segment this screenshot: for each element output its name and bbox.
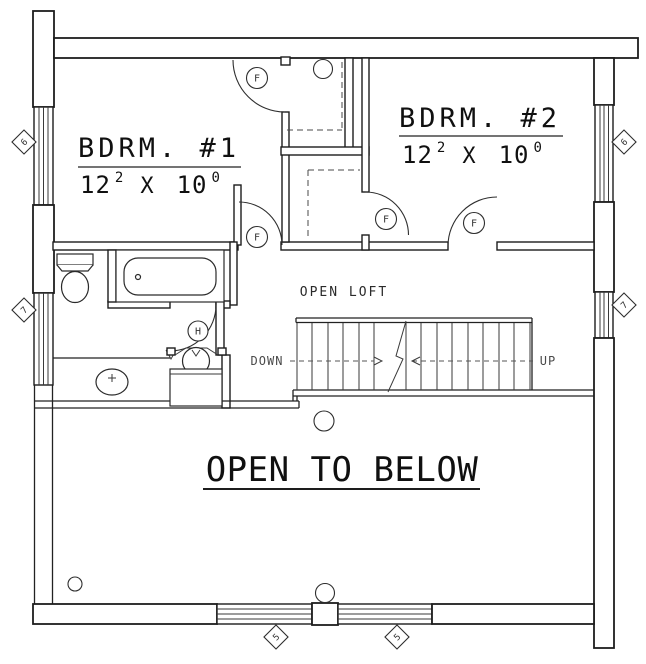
wall-tag-digit: 6 [619,137,630,148]
bottom-window-right [337,603,433,625]
left-wall-window-upper [33,106,54,206]
closet1-shelf-dashed [287,62,343,131]
bdrm2-west-wall-lower [361,234,370,251]
right-wall-post-bottom [593,337,615,649]
toilet [56,253,94,304]
open-below-north-wall [35,400,300,409]
bathroom-fixtures [53,249,227,407]
log-post-closet [312,58,334,80]
wall-tag-digit: 7 [619,300,630,311]
corner-basin [166,346,227,407]
closet2-door-swing-arc [365,191,410,236]
stairs-down-label: DOWN [251,354,284,368]
log-posts [67,58,336,604]
bathroom-east-wall [229,241,238,306]
closet-divider-wall [280,146,370,156]
basin-cabinet [169,368,223,407]
bath-alcove-east-wall [215,300,225,356]
top-wall [53,37,639,59]
right-wall-post-mid [593,201,615,293]
wall-tag-right-lower: 7 [611,292,637,318]
wall-tag-bottom-left: 5 [263,624,289,650]
top-left-log-post [32,10,55,108]
right-wall-window-upper [594,104,614,203]
bathtub [115,249,225,303]
door-tag-closet2: F [374,207,398,231]
bottom-wall-left-bar [32,603,218,625]
bottom-wall-center-post [311,602,339,626]
bdrm2-door-swing-arc [447,196,498,247]
bdrm1-name: BDRM. #1 [78,133,240,164]
wall-tag-left-upper: 6 [11,129,37,155]
wall-tag-digit: 6 [19,137,30,148]
open-loft-label: OPEN LOFT [300,285,388,300]
bdrm1-door-wing-wall [233,184,242,246]
stair-bottom-rail [292,389,594,401]
outer-walls [32,10,639,649]
open-to-below-label: OPEN TO BELOW [206,450,479,490]
log-post-bottom-wall [314,582,336,604]
left-wall-lower [33,385,54,605]
basin-faucet-icon [191,349,201,357]
wall-tags: 6 7 6 7 5 5 [11,129,637,650]
door-tag-letter: F [471,219,477,230]
wall-tag-left-lower: 7 [11,297,37,323]
bdrm1-door-swing-arc [238,201,283,246]
closet1-door-swing-arc [232,59,286,113]
left-wall-window-lower [33,292,54,386]
right-wall-post-top [593,57,615,106]
stair-break-line [387,320,407,393]
loft-rails [35,389,594,409]
bathroom-north-wall [52,241,239,251]
wall-tag-digit: 7 [19,305,30,316]
door-tag-letter: F [383,215,389,226]
log-post-corner [67,576,83,592]
closet1-door-hinge-jamb [280,56,291,66]
left-wall-post [32,204,55,294]
door-tag-closet1: F [245,66,269,90]
closet1-east-wall [344,57,354,154]
open-below-label-group: OPEN TO BELOW [203,450,480,490]
closet2-shelf-dashed [307,169,360,238]
stair-treads [296,323,531,390]
basin-jamb-left [166,347,176,356]
bdrm2-name: BDRM. #2 [399,103,561,134]
right-wall-window-lower [594,291,614,339]
closet-shelves [287,62,360,238]
wall-tag-digit: 5 [392,632,403,643]
interior-walls [52,57,595,409]
stairs: DOWN UP [251,317,556,393]
door-tag-letter: H [195,327,201,338]
tub-toilet-divider [107,249,117,303]
stair-top-rail [295,317,533,390]
wall-tag-digit: 5 [271,632,282,643]
wall-tag-right-upper: 6 [611,129,637,155]
door-tag-letter: F [254,74,260,85]
tub-drain [134,273,142,281]
door-tag-bath: H [187,320,209,342]
bdrm2-south-wall [496,241,595,251]
bottom-window-left [216,603,313,625]
down-arrowhead-icon [373,356,384,366]
vanity-sink [53,357,170,396]
stairs-up-label: UP [540,354,556,368]
door-tag-bdrm1: F [245,225,269,249]
basin-jamb-right [217,347,227,356]
faucet-icon [108,374,116,382]
wall-tag-bottom-right: 5 [384,624,410,650]
log-post-loft-edge [313,410,335,432]
loft-west-wall [221,354,231,409]
closet-west-wall [281,111,290,243]
bdrm2-west-wall-upper [361,57,370,193]
bottom-wall-right-bar [431,603,595,625]
door-tag-bdrm2: F [462,211,486,235]
door-tag-letter: F [254,233,260,244]
up-arrowhead-icon [410,356,421,366]
